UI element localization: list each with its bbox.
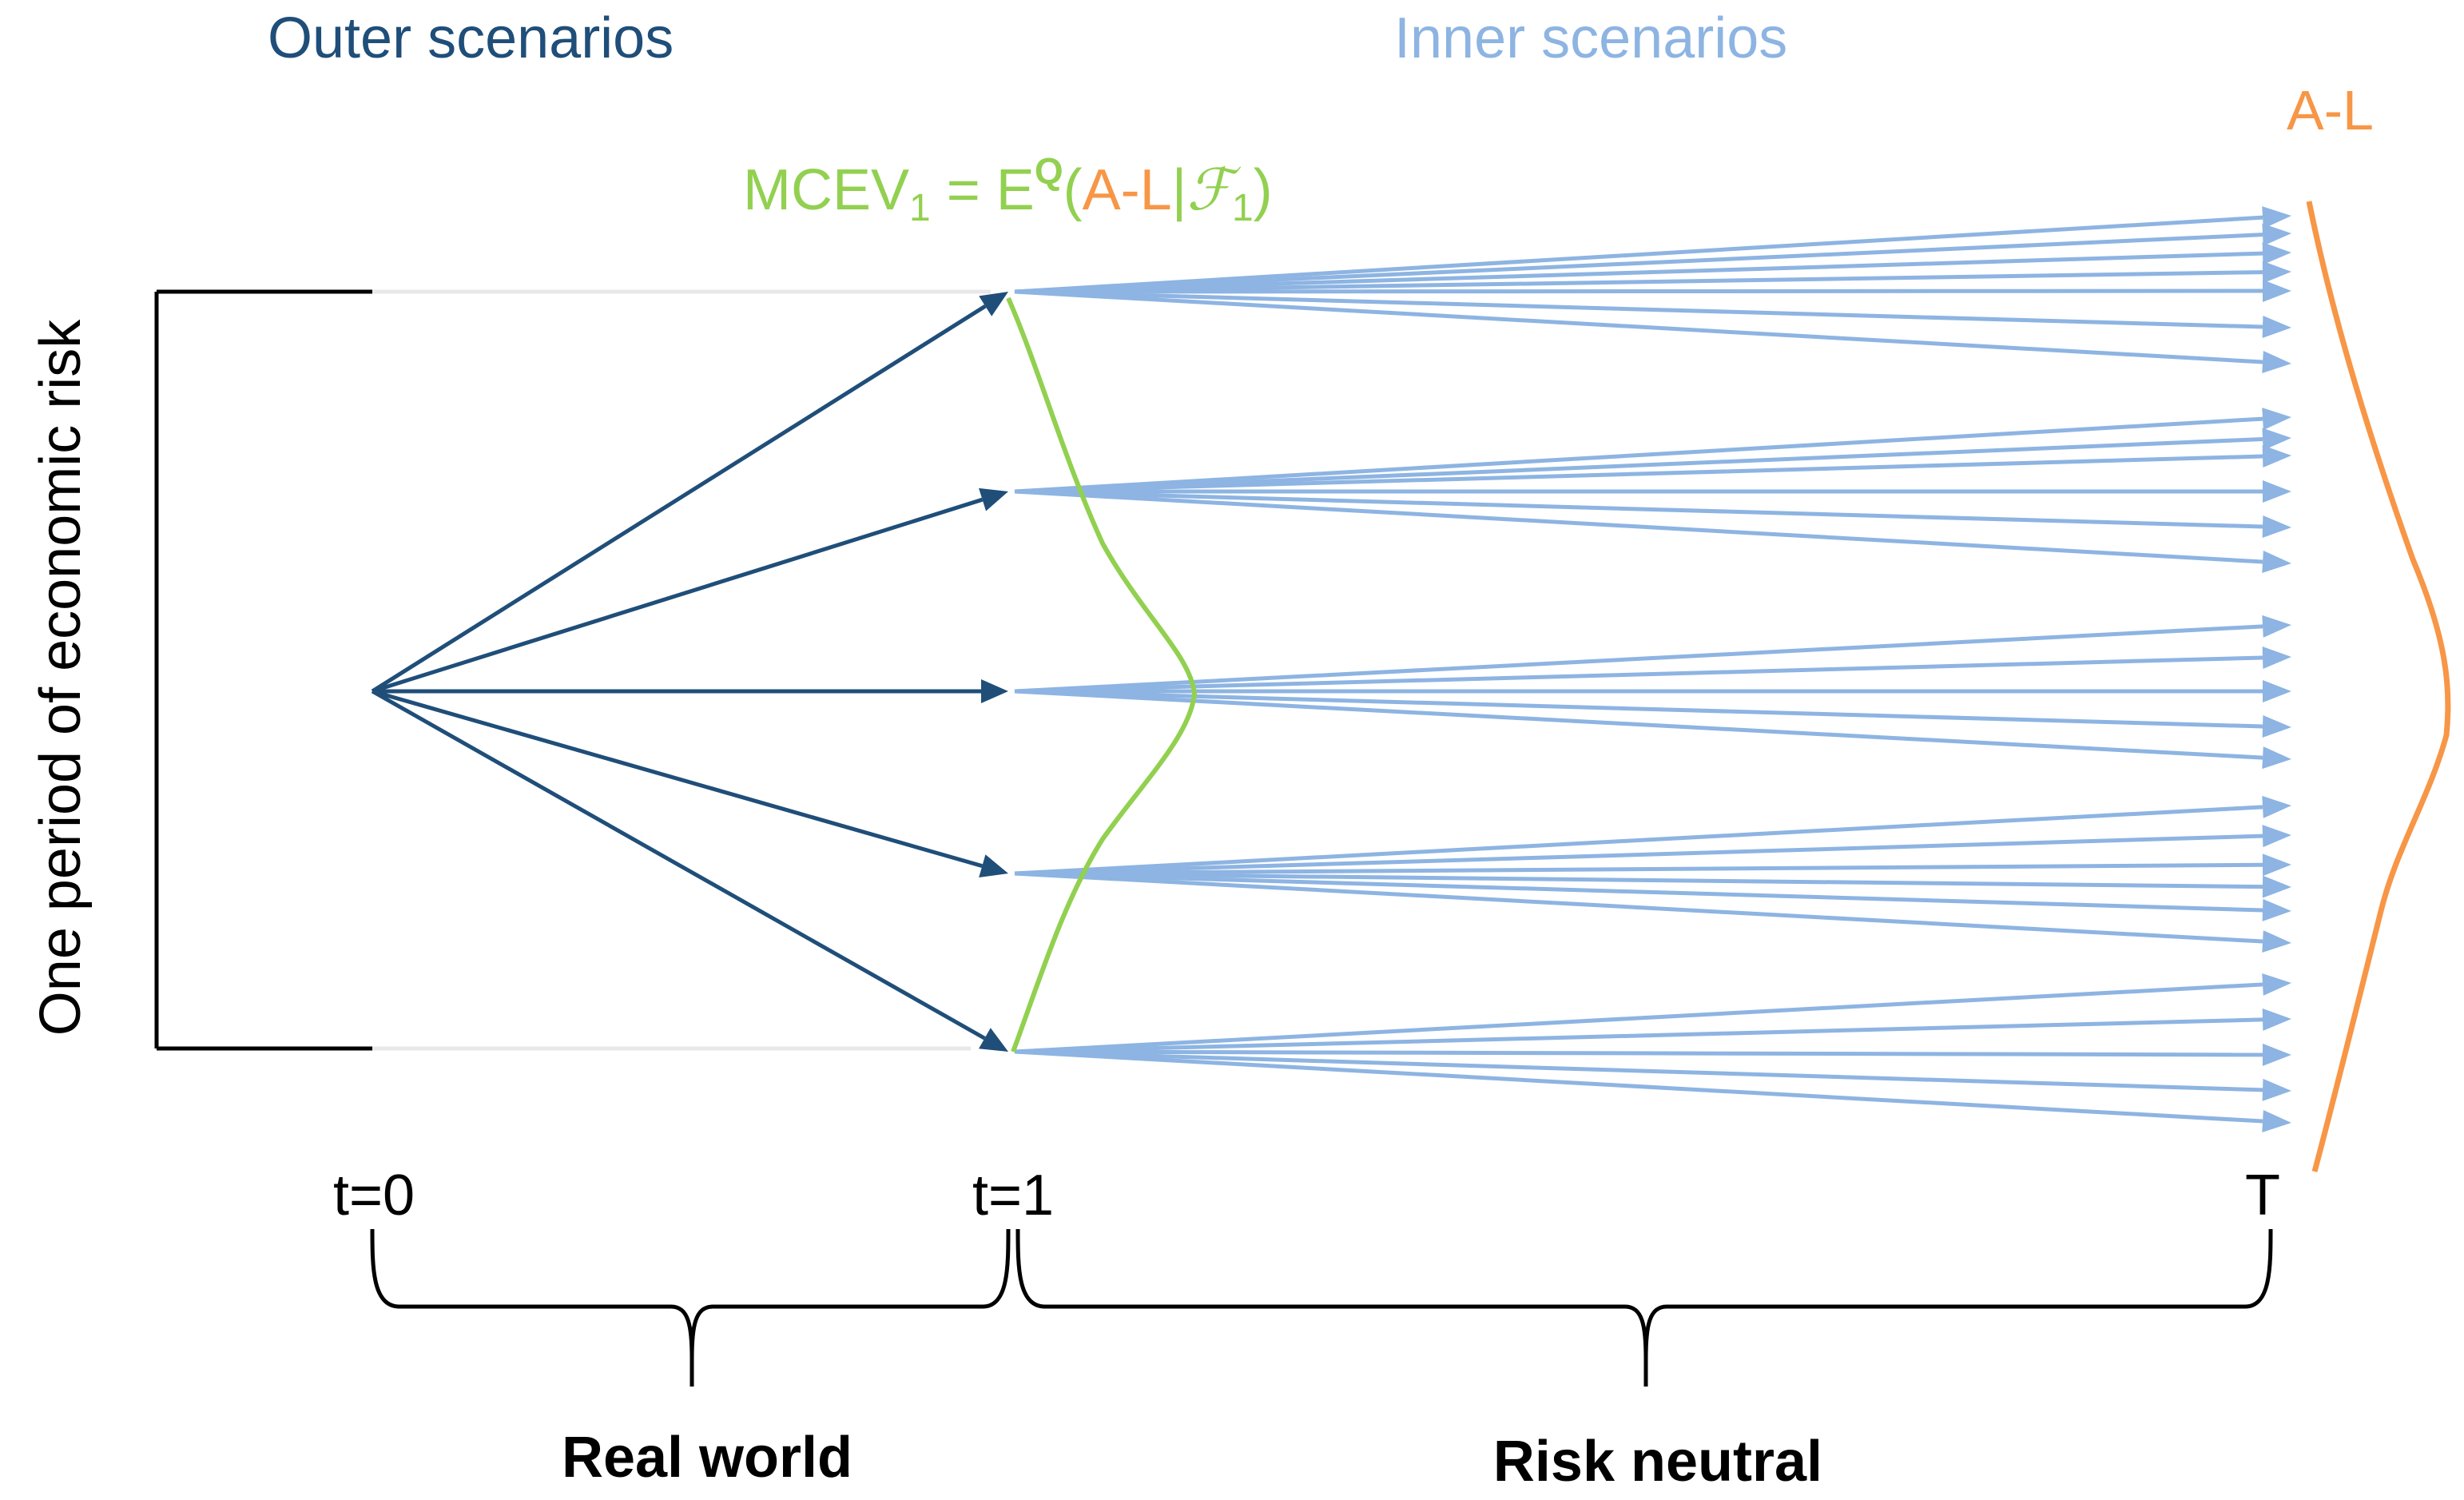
inner-arrow-4-2 bbox=[1014, 834, 2263, 876]
outer-arrowhead-3 bbox=[981, 679, 1008, 703]
mcev-formula: MCEV1 = EQ(A-L|ℱ1) bbox=[743, 150, 1273, 229]
outer-arrowhead-1 bbox=[979, 292, 1008, 316]
outer-arrow-1 bbox=[371, 304, 987, 694]
inner-arrow-4-5 bbox=[1014, 871, 2263, 913]
inner-arrowhead-4-2 bbox=[2262, 825, 2291, 848]
real-world-brace bbox=[370, 1228, 1011, 1387]
inner-arrowhead-5-5 bbox=[2262, 1110, 2291, 1132]
mcev-prefix: MCEV bbox=[743, 158, 909, 222]
inner-arrow-1-5 bbox=[1014, 288, 2263, 294]
inner-arrowhead-5-2 bbox=[2262, 1008, 2291, 1031]
inner-arrowhead-1-6 bbox=[2262, 315, 2291, 338]
time-label-t1: t=1 bbox=[972, 1164, 1054, 1227]
inner-scenario-arrows bbox=[1014, 206, 2291, 1132]
outer-arrow-2 bbox=[372, 497, 984, 694]
risk-period-bracket bbox=[154, 289, 991, 1051]
inner-arrowhead-3-5 bbox=[2262, 746, 2291, 770]
inner-arrowhead-2-6 bbox=[2262, 550, 2291, 573]
inner-arrow-4-1 bbox=[1014, 805, 2263, 876]
inner-arrow-2-5 bbox=[1014, 489, 2263, 529]
mcev-open: ( bbox=[1063, 158, 1083, 222]
risk-neutral-label: Risk neutral bbox=[1493, 1430, 1822, 1494]
inner-arrow-2-1 bbox=[1014, 416, 2263, 494]
inner-arrow-4-4 bbox=[1014, 871, 2263, 889]
inner-arrowhead-5-3 bbox=[2262, 1043, 2291, 1066]
risk-neutral-brace bbox=[1015, 1228, 2273, 1387]
inner-arrow-3-5 bbox=[1014, 689, 2263, 760]
inner-arrow-1-1 bbox=[1014, 215, 2263, 294]
inner-arrowhead-4-4 bbox=[2262, 875, 2291, 898]
y-axis-label: One period of economic risk bbox=[29, 319, 93, 1036]
inner-arrowhead-3-2 bbox=[2262, 646, 2291, 669]
inner-arrowhead-1-2 bbox=[2262, 223, 2291, 246]
inner-arrow-1-7 bbox=[1014, 289, 2263, 364]
inner-arrowhead-1-7 bbox=[2262, 350, 2291, 373]
outer-arrow-5 bbox=[371, 689, 986, 1040]
mcev-bar: | bbox=[1172, 158, 1187, 222]
inner-arrowhead-2-2 bbox=[2262, 428, 2291, 451]
inner-arrow-1-4 bbox=[1014, 270, 2263, 294]
outer-arrowhead-2 bbox=[979, 487, 1008, 511]
inner-arrowhead-1-3 bbox=[2262, 242, 2291, 265]
inner-arrowhead-2-4 bbox=[2263, 480, 2291, 503]
mcev-fsub: 1 bbox=[1232, 187, 1254, 229]
inner-arrowhead-5-1 bbox=[2262, 973, 2291, 996]
inner-arrow-1-6 bbox=[1014, 289, 2263, 329]
inner-arrow-5-5 bbox=[1014, 1049, 2263, 1124]
inner-arrow-2-3 bbox=[1014, 454, 2263, 494]
mcev-sup: Q bbox=[1035, 150, 1063, 192]
real-world-label: Real world bbox=[562, 1426, 852, 1490]
inner-arrow-3-1 bbox=[1014, 624, 2263, 694]
inner-arrowhead-4-1 bbox=[2262, 795, 2291, 818]
mcev-equals: = E bbox=[931, 158, 1035, 222]
inner-arrowhead-1-5 bbox=[2262, 280, 2291, 303]
mcev-al: A-L bbox=[1083, 158, 1172, 222]
a-minus-l-top-label: A-L bbox=[2287, 79, 2374, 141]
inner-arrowhead-2-3 bbox=[2262, 445, 2291, 468]
mcev-distribution-curve bbox=[1006, 296, 1198, 1053]
inner-arrowhead-5-4 bbox=[2262, 1078, 2291, 1101]
inner-arrow-3-4 bbox=[1014, 689, 2263, 729]
outer-arrow-4 bbox=[372, 689, 984, 869]
inner-arrowhead-3-3 bbox=[2263, 680, 2291, 702]
mcev-close: ) bbox=[1254, 158, 1273, 222]
inner-arrowhead-4-3 bbox=[2262, 853, 2291, 877]
inner-arrowhead-1-4 bbox=[2262, 261, 2291, 284]
inner-arrow-1-2 bbox=[1014, 233, 2263, 294]
outer-scenario-arrows bbox=[371, 292, 1008, 1052]
inner-arrow-2-6 bbox=[1014, 489, 2263, 564]
inner-arrow-4-3 bbox=[1014, 862, 2263, 876]
outer-arrowhead-5 bbox=[979, 1028, 1008, 1052]
inner-arrowhead-4-6 bbox=[2262, 930, 2291, 953]
inner-arrow-5-1 bbox=[1014, 982, 2263, 1054]
time-label-t0: t=0 bbox=[333, 1164, 415, 1227]
inner-arrow-5-4 bbox=[1014, 1049, 2263, 1092]
inner-arrow-5-2 bbox=[1014, 1017, 2263, 1054]
inner-arrowhead-2-5 bbox=[2262, 515, 2291, 538]
outer-arrowhead-4 bbox=[979, 854, 1008, 878]
inner-arrow-2-2 bbox=[1014, 437, 2263, 494]
inner-arrowhead-4-5 bbox=[2262, 898, 2291, 921]
inner-arrow-3-2 bbox=[1014, 655, 2263, 694]
inner-arrowhead-2-1 bbox=[2262, 408, 2291, 431]
inner-arrowhead-1-1 bbox=[2262, 206, 2291, 229]
a-minus-l-distribution-curve bbox=[2306, 201, 2451, 1172]
mcev-sub: 1 bbox=[909, 187, 931, 229]
inner-scenarios-label: Inner scenarios bbox=[1394, 6, 1787, 70]
time-label-T: T bbox=[2245, 1164, 2280, 1227]
inner-arrowhead-3-1 bbox=[2262, 615, 2291, 638]
outer-scenarios-label: Outer scenarios bbox=[268, 6, 674, 70]
inner-arrow-4-6 bbox=[1014, 871, 2263, 944]
inner-arrow-1-3 bbox=[1014, 251, 2263, 294]
inner-arrow-5-3 bbox=[1014, 1049, 2263, 1057]
inner-arrowhead-3-4 bbox=[2262, 714, 2291, 738]
